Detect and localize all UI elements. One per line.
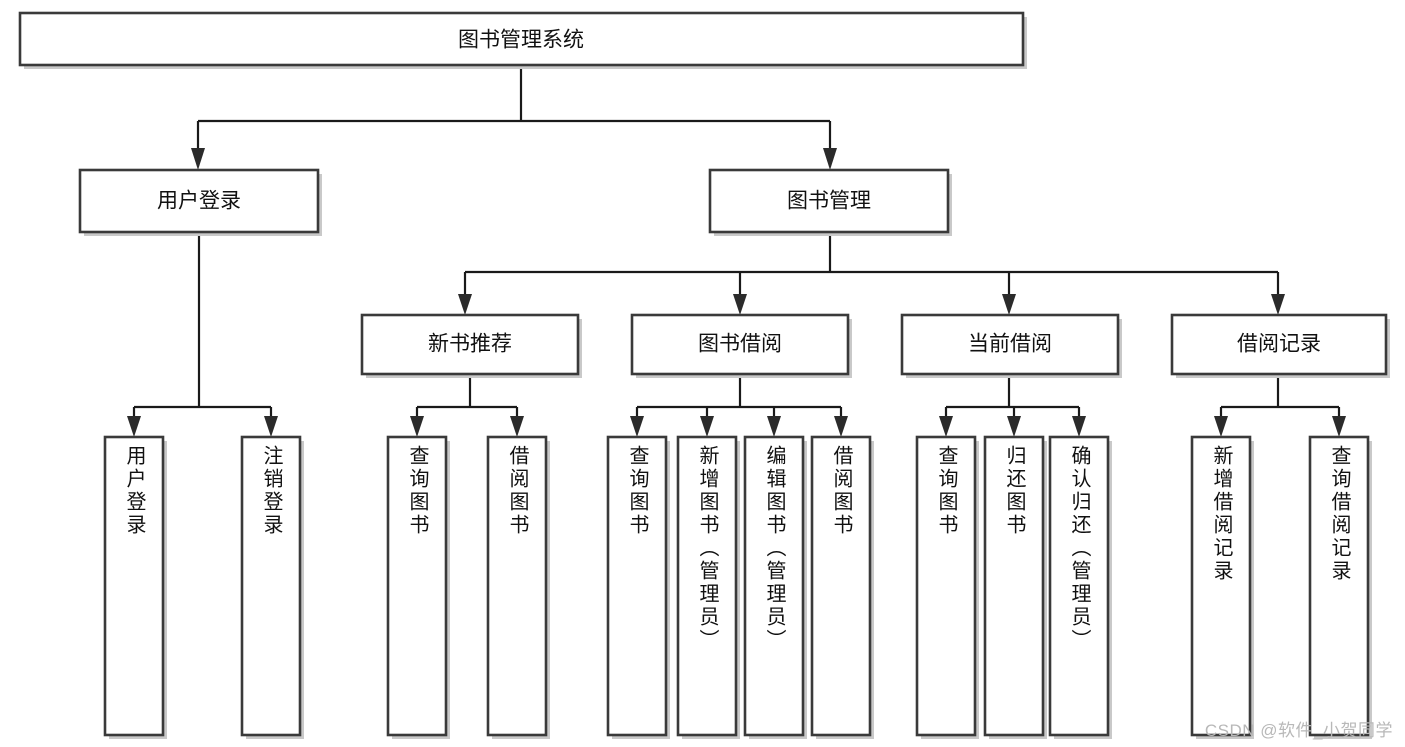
node-book-manage-box[interactable]: [708, 168, 950, 234]
node-leaf-add-book[interactable]: 新增图书（管理员）: [676, 435, 740, 739]
node-book-manage-label: 图书管理: [787, 190, 871, 213]
node-leaf-edit-book-box[interactable]: [743, 435, 805, 737]
arrow-head-borrow-record: [1271, 294, 1285, 315]
node-leaf-confirm-return[interactable]: 确认归还（管理员）: [1048, 435, 1112, 739]
arrow-head-book-manage: [823, 148, 837, 170]
node-new-book-recommend[interactable]: 新书推荐: [360, 313, 582, 378]
connector-group-borrow-record: [1214, 374, 1346, 437]
connector-group-book-borrow: [630, 374, 848, 437]
connector-group-book-manage: [458, 232, 1285, 315]
arrow-head-leaf-add-book: [700, 416, 714, 437]
node-book-borrow[interactable]: 图书借阅: [630, 313, 852, 378]
node-leaf-logout-box[interactable]: [240, 435, 302, 737]
node-leaf-query-book-rec-label: 查询图书: [406, 445, 428, 537]
node-leaf-borrow-book-box[interactable]: [810, 435, 872, 737]
node-leaf-query-book-rec-box[interactable]: [386, 435, 448, 737]
node-current-borrow-label: 当前借阅: [968, 333, 1052, 356]
connector-group-user-login: [127, 232, 278, 437]
arrow-head-leaf-add-record: [1214, 416, 1228, 437]
arrow-head-leaf-logout: [264, 416, 278, 437]
node-book-borrow-box[interactable]: [630, 313, 850, 376]
node-leaf-confirm-return-label: 确认归还（管理员）: [1068, 445, 1090, 652]
arrow-head-user-login: [191, 148, 205, 170]
node-leaf-add-record-label: 新增借阅记录: [1210, 445, 1232, 583]
arrow-head-leaf-edit-book: [767, 416, 781, 437]
arrow-head-leaf-query-book-cur: [939, 416, 953, 437]
arrow-head-leaf-query-record: [1332, 416, 1346, 437]
node-leaf-logout[interactable]: 注销登录: [240, 435, 304, 739]
node-leaf-borrow-book-label: 借阅图书: [830, 445, 852, 537]
arrow-head-leaf-query-book-borrow: [630, 416, 644, 437]
arrow-head-leaf-confirm-return: [1072, 416, 1086, 437]
node-leaf-query-book-borrow[interactable]: 查询图书: [606, 435, 670, 739]
arrow-head-leaf-return-book: [1007, 416, 1021, 437]
node-user-login-box[interactable]: [78, 168, 320, 234]
node-leaf-return-book-box[interactable]: [983, 435, 1045, 737]
node-leaf-query-book-rec[interactable]: 查询图书: [386, 435, 450, 739]
arrow-head-book-borrow: [733, 294, 747, 315]
node-user-login[interactable]: 用户登录: [78, 168, 322, 236]
node-leaf-query-book-cur-label: 查询图书: [935, 445, 957, 537]
node-leaf-return-book-label: 归还图书: [1003, 445, 1025, 537]
node-leaf-confirm-return-box[interactable]: [1048, 435, 1110, 737]
node-book-borrow-label: 图书借阅: [698, 333, 782, 356]
node-leaf-query-book-cur-box[interactable]: [915, 435, 977, 737]
node-leaf-return-book[interactable]: 归还图书: [983, 435, 1047, 739]
node-current-borrow-box[interactable]: [900, 313, 1120, 376]
node-leaf-edit-book[interactable]: 编辑图书（管理员）: [743, 435, 807, 739]
node-leaf-add-book-label: 新增图书（管理员）: [696, 445, 718, 652]
node-leaf-add-record-box[interactable]: [1190, 435, 1252, 737]
node-borrow-record[interactable]: 借阅记录: [1170, 313, 1390, 378]
node-leaf-query-book-borrow-label: 查询图书: [626, 445, 648, 537]
node-leaf-user-login[interactable]: 用户登录: [103, 435, 167, 739]
csdn-watermark: CSDN @软件_小贺同学: [1204, 721, 1393, 740]
node-leaf-add-book-box[interactable]: [676, 435, 738, 737]
connector-group-current-borrow: [939, 374, 1086, 437]
arrow-head-leaf-query-book-rec: [410, 416, 424, 437]
arrow-head-new-book-recommend: [458, 294, 472, 315]
node-leaf-query-book-cur[interactable]: 查询图书: [915, 435, 979, 739]
node-current-borrow[interactable]: 当前借阅: [900, 313, 1122, 378]
node-leaf-logout-label: 注销登录: [260, 445, 282, 537]
node-root-box[interactable]: [18, 11, 1025, 67]
node-new-book-recommend-label: 新书推荐: [428, 333, 512, 356]
node-leaf-user-login-label: 用户登录: [123, 445, 145, 537]
node-leaf-borrow-book-rec-box[interactable]: [486, 435, 548, 737]
node-book-manage[interactable]: 图书管理: [708, 168, 952, 236]
node-leaf-query-record-box[interactable]: [1308, 435, 1370, 737]
arrow-head-current-borrow: [1002, 294, 1016, 315]
node-leaf-query-record[interactable]: 查询借阅记录: [1308, 435, 1372, 739]
node-leaf-borrow-book[interactable]: 借阅图书: [810, 435, 874, 739]
node-leaf-user-login-box[interactable]: [103, 435, 165, 737]
node-leaf-borrow-book-rec-label: 借阅图书: [506, 445, 528, 537]
node-leaf-borrow-book-rec[interactable]: 借阅图书: [486, 435, 550, 739]
arrow-head-leaf-user-login: [127, 416, 141, 437]
node-new-book-recommend-box[interactable]: [360, 313, 580, 376]
node-root[interactable]: 图书管理系统: [18, 11, 1027, 69]
node-borrow-record-box[interactable]: [1170, 313, 1388, 376]
node-leaf-add-record[interactable]: 新增借阅记录: [1190, 435, 1254, 739]
node-leaf-query-book-borrow-box[interactable]: [606, 435, 668, 737]
node-user-login-label: 用户登录: [157, 190, 241, 213]
connector-group-root: [191, 65, 837, 170]
node-borrow-record-label: 借阅记录: [1237, 333, 1321, 356]
node-root-label: 图书管理系统: [458, 29, 584, 52]
node-leaf-edit-book-label: 编辑图书（管理员）: [763, 445, 785, 652]
node-leaf-query-record-label: 查询借阅记录: [1328, 445, 1350, 583]
arrow-head-leaf-borrow-book: [834, 416, 848, 437]
arrow-head-leaf-borrow-book-rec: [510, 416, 524, 437]
connector-group-new-book-recommend: [410, 374, 524, 437]
leaf-node-group: 用户登录 注销登录 查询图书: [103, 435, 1372, 739]
